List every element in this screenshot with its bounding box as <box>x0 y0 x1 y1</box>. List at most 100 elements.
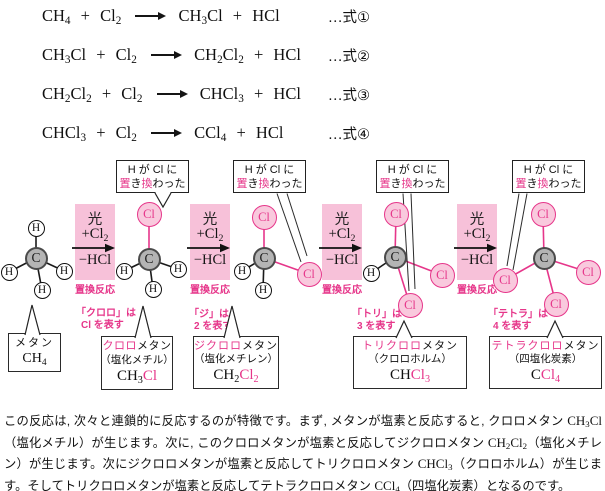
note-line1: 「ジ」は <box>189 309 229 320</box>
replaced-callout: H が Cl に置き換わった <box>116 160 189 193</box>
reagent-label: +Cl2 <box>81 226 109 244</box>
replaced-callout: H が Cl に置き換わった <box>512 160 585 193</box>
callout-line2: 置き換わった <box>379 177 446 190</box>
reaction-conditions-panel: 光+Cl2 −HCl <box>190 204 230 280</box>
note-line2: 4 を表す <box>493 320 532 332</box>
note-line2: 2 を表す <box>194 320 233 332</box>
reaction-conditions-panel: 光+Cl2 −HCl <box>322 204 362 280</box>
atom-H: H <box>254 281 272 299</box>
atom-C: C <box>137 247 161 271</box>
atom-Cl: Cl <box>530 201 556 227</box>
label-box-dichloromethane: ジクロロメタン （塩化メチレン） CH2Cl2 <box>193 336 279 389</box>
callout-line1: H が Cl に <box>244 164 295 176</box>
compound-name: ジクロロメタン <box>194 339 278 352</box>
reagent-label: +Cl2 <box>328 226 356 244</box>
callout-line1: H が Cl に <box>127 164 178 176</box>
byproduct-label: −HCl <box>460 252 494 268</box>
atom-C: C <box>532 246 556 270</box>
compound-formula: CH2Cl2 <box>213 367 259 386</box>
atom-H: H <box>169 260 187 278</box>
atom-Cl: Cl <box>136 201 162 227</box>
callout-line2: 置き換わった <box>236 177 303 190</box>
atom-Cl: Cl <box>429 262 455 288</box>
atom-Cl: Cl <box>397 292 423 318</box>
atom-H: H <box>0 263 18 281</box>
atom-Cl: Cl <box>492 267 518 293</box>
equation-number: …式④ <box>328 127 370 143</box>
atom-H: H <box>144 280 162 298</box>
equation-1: CH4 + Cl2 CH3Cl + HCl …式① <box>0 6 605 28</box>
reaction-conditions-panel: 光+Cl2 −HCl <box>457 204 497 280</box>
atom-H: H <box>55 262 73 280</box>
equation-2: CH3Cl + Cl2 CH2Cl2 + HCl …式② <box>0 45 605 67</box>
substitution-caption: 置換反応 <box>75 285 115 296</box>
light-label: 光 <box>87 212 103 228</box>
note-line1: 「クロロ」は <box>76 308 136 319</box>
equation-3: CH2Cl2 + Cl2 CHCl3 + HCl …式③ <box>0 84 605 106</box>
note-line1: 「テトラ」は <box>488 309 548 320</box>
substitution-caption: 置換反応 <box>322 285 362 296</box>
atom-H: H <box>115 262 133 280</box>
atom-Cl: Cl <box>383 201 409 227</box>
compound-name: トリクロロメタン <box>362 339 458 352</box>
equation-4: CHCl3 + Cl2 CCl4 + HCl …式④ <box>0 123 605 145</box>
light-label: 光 <box>202 212 218 228</box>
note-line1: 「トリ」は <box>352 309 402 320</box>
atom-H: H <box>33 281 51 299</box>
substitution-caption: 置換反応 <box>190 285 230 296</box>
reagent-label: +Cl2 <box>463 226 491 244</box>
atom-C: C <box>383 245 407 269</box>
atom-Cl: Cl <box>251 204 277 230</box>
explanation-paragraph: この反応は, 次々と連鎖的に反応するのが特徴です。まず, メタンが塩素と反応する… <box>4 413 602 491</box>
equation-formula: CHCl3 + Cl2 CCl4 + HCl <box>42 123 284 145</box>
compound-alias: （塩化メチレン） <box>194 353 278 366</box>
atom-H: H <box>27 219 45 237</box>
callout-line2: 置き換わった <box>515 177 582 190</box>
equation-formula: CH3Cl + Cl2 CH2Cl2 + HCl <box>42 45 301 67</box>
note-line2: 3 を表す <box>357 320 396 332</box>
label-box-methane: メタン CH4 <box>8 333 61 372</box>
equation-formula: CH4 + Cl2 CH3Cl + HCl <box>42 6 280 28</box>
reagent-label: +Cl2 <box>196 226 224 244</box>
label-box-tetrachloromethane: テトラクロロメタン （四塩化炭素） CCl4 <box>489 336 602 389</box>
reaction-arrow <box>72 243 497 253</box>
atom-H: H <box>362 264 380 282</box>
compound-name: クロロメタン <box>102 340 172 353</box>
substitution-caption: 置換反応 <box>457 285 497 296</box>
reaction-conditions-panel: 光+Cl2 −HCl <box>75 204 115 280</box>
byproduct-label: −HCl <box>325 252 359 268</box>
atom-Cl: Cl <box>543 291 569 317</box>
byproduct-label: −HCl <box>78 252 112 268</box>
compound-name: メタン <box>15 336 54 349</box>
compound-alias: （四塩化炭素） <box>508 353 583 366</box>
callout-line1: H が Cl に <box>387 164 438 176</box>
atom-C: C <box>252 246 276 270</box>
atom-H: H <box>233 262 251 280</box>
compound-formula: CCl4 <box>530 367 561 386</box>
byproduct-label: −HCl <box>193 252 227 268</box>
light-label: 光 <box>469 212 485 228</box>
compound-formula: CHCl3 <box>389 367 431 386</box>
atom-C: C <box>24 246 48 270</box>
replaced-callout: H が Cl に置き換わった <box>233 160 306 193</box>
note-line2: Cl を表す <box>81 319 124 331</box>
light-label: 光 <box>334 212 350 228</box>
label-box-trichloromethane: トリクロロメタン （クロロホルム） CHCl3 <box>353 336 467 389</box>
compound-formula: CH3Cl <box>116 367 158 386</box>
equation-formula: CH2Cl2 + Cl2 CHCl3 + HCl <box>42 84 301 106</box>
replaced-callout: H が Cl に置き換わった <box>376 160 449 193</box>
equation-number: …式③ <box>328 88 370 104</box>
equation-number: …式① <box>328 10 370 26</box>
atom-Cl: Cl <box>296 261 322 287</box>
compound-alias: （塩化メチル） <box>100 353 174 366</box>
compound-formula: CH4 <box>22 351 47 368</box>
compound-name: テトラクロロメタン <box>491 339 600 352</box>
equation-number: …式② <box>328 49 370 65</box>
compound-alias: （クロロホルム） <box>368 353 452 366</box>
label-box-chloromethane: クロロメタン （塩化メチル） CH3Cl <box>100 336 174 390</box>
